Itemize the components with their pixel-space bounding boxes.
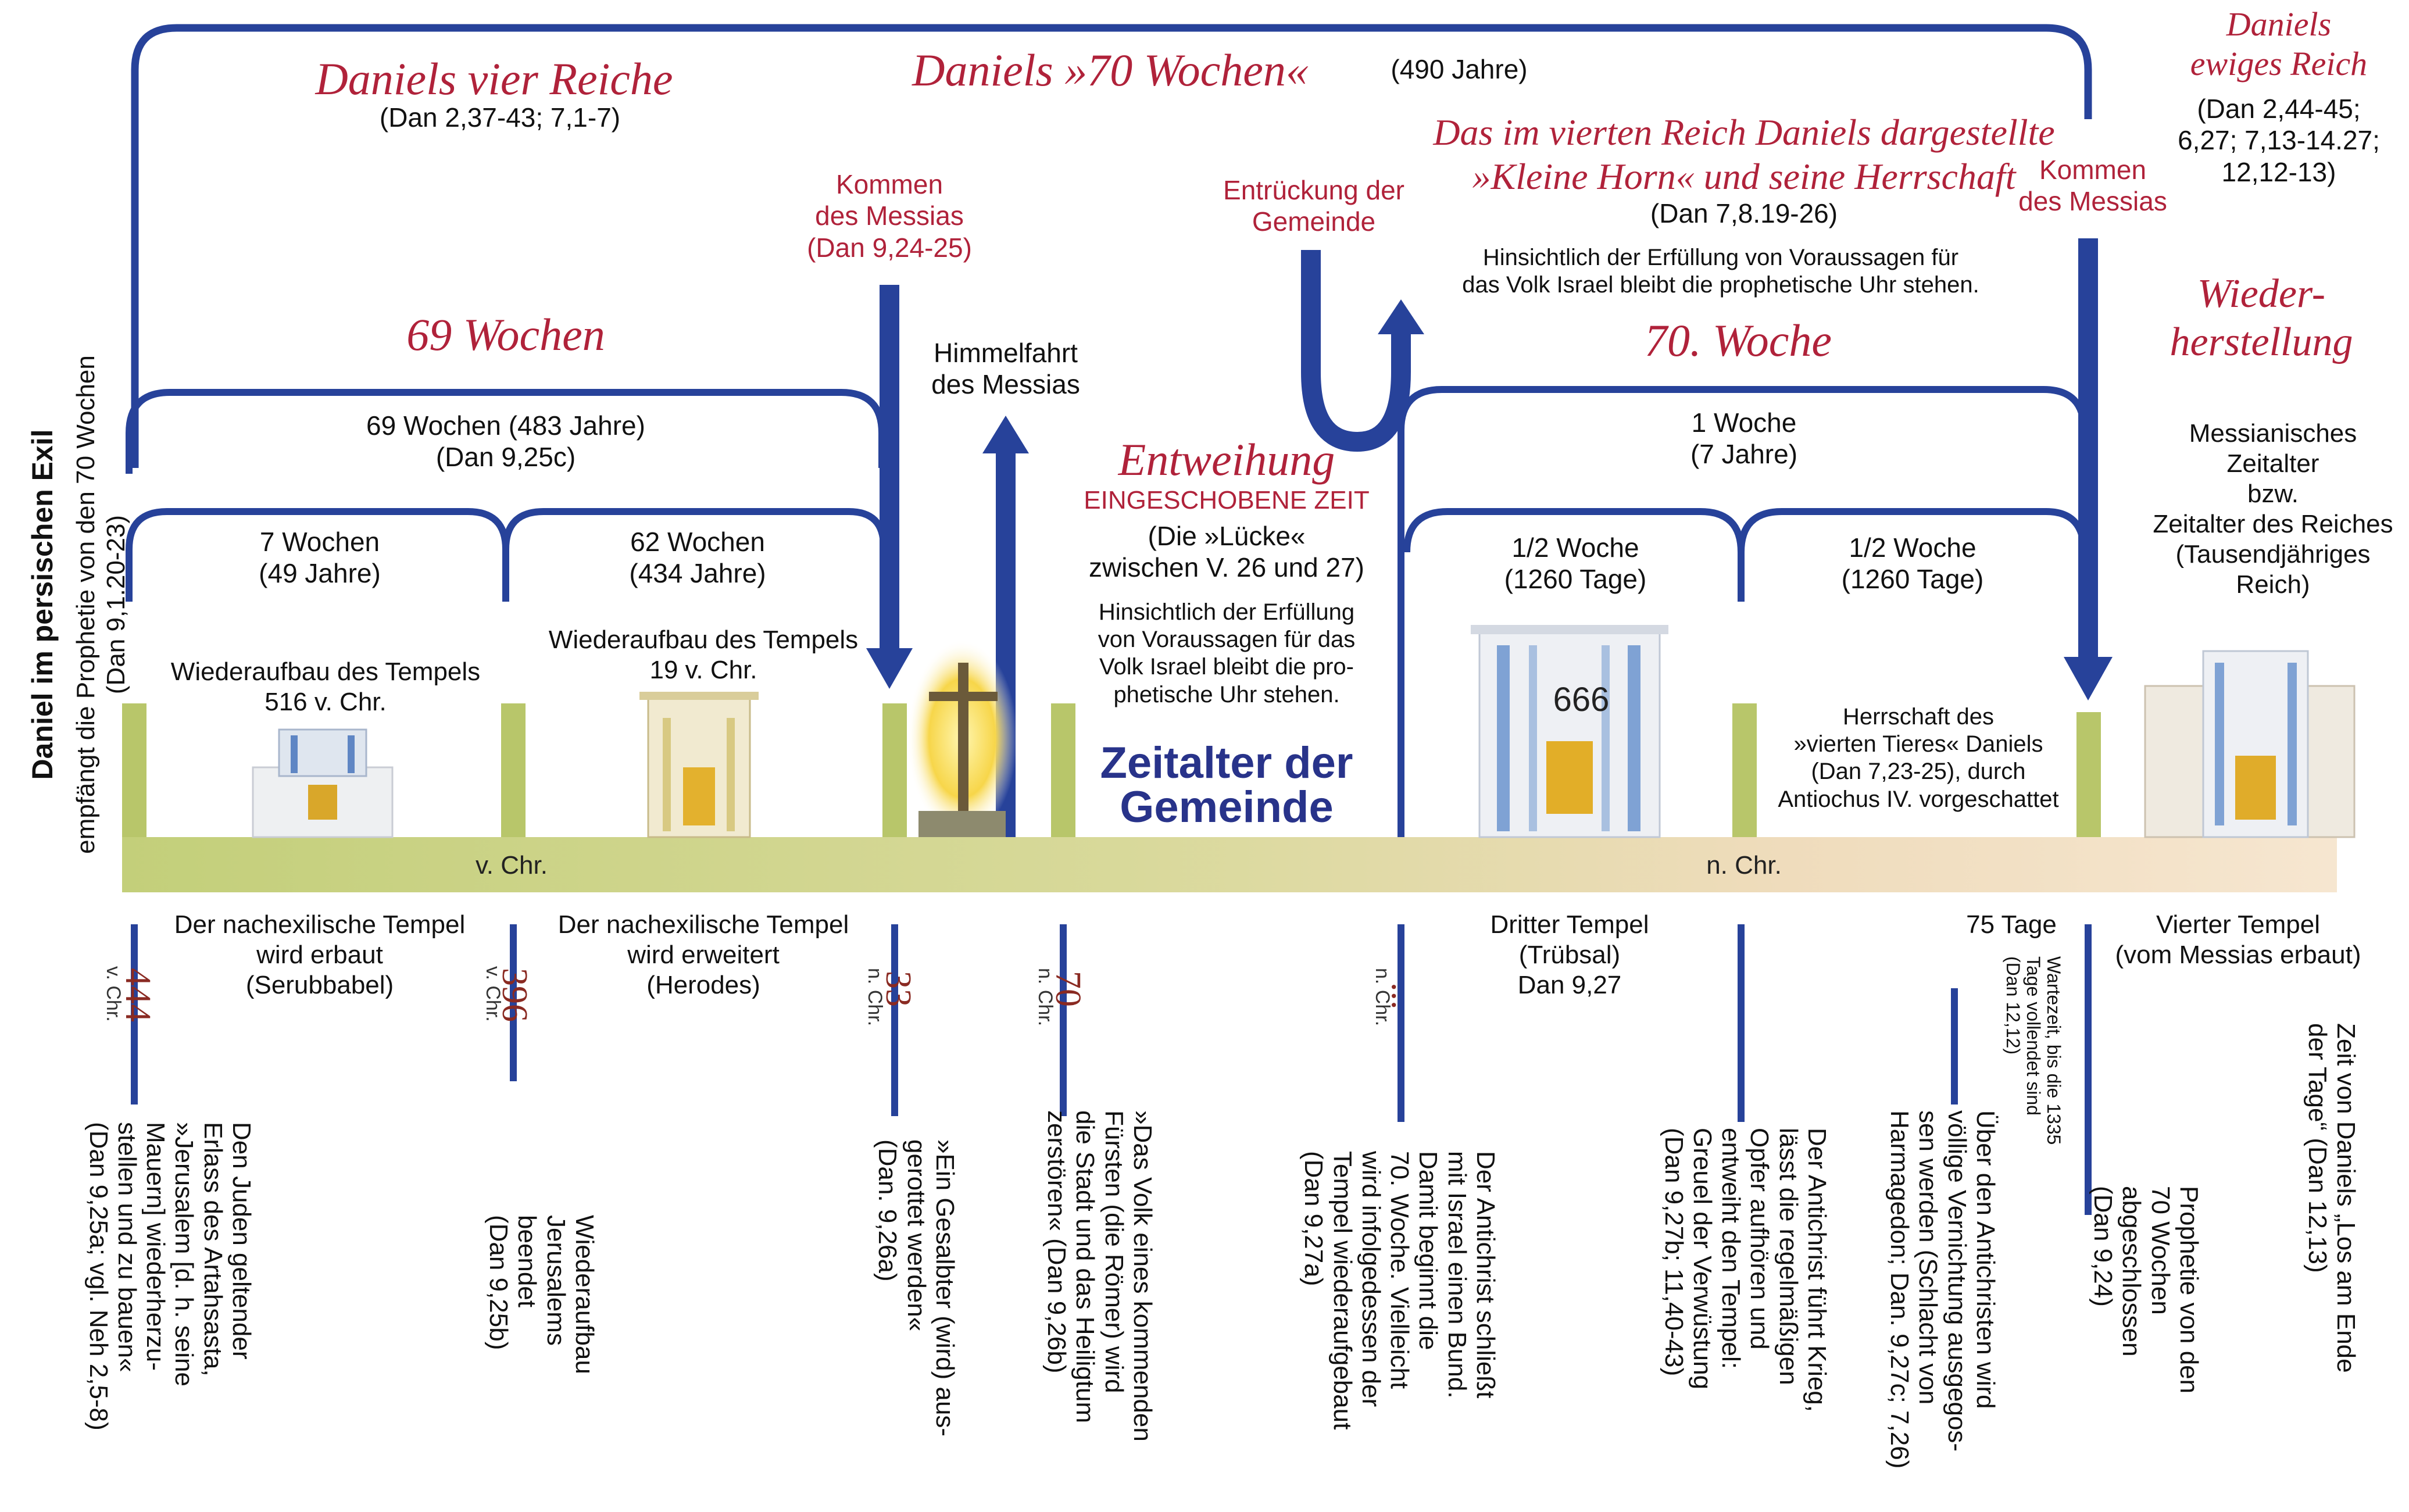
desc-los-am-ende: Zeit von Daniels „Los am Ende der Tage“ … [2303, 1023, 2360, 1373]
post-33 [882, 703, 907, 837]
label-75-tage: 75 Tage [1966, 910, 2057, 939]
label-62-wochen: 62 Wochen (434 Jahre) [629, 527, 766, 589]
post-end [2076, 712, 2101, 837]
heading-69-wochen: 69 Wochen [406, 309, 605, 360]
label-daniel-exil-title: Daniel im persischen Exil [26, 429, 59, 780]
label-v-chr: v. Chr. [476, 851, 548, 880]
heading-70-woche: 70. Woche [1644, 315, 1832, 366]
arrow-himmelfahrt-head [982, 416, 1029, 453]
label-tempel-serubbabel: Der nachexilische Tempel wird erbaut (Se… [174, 910, 466, 999]
era-33: n. Chr. [864, 968, 886, 1027]
label-vierter-tempel: Vierter Tempel (vom Messias erbaut) [2115, 910, 2361, 969]
label-kommen-messias-2: Kommen des Messias [2018, 155, 2167, 217]
desc-33-gesalbter: »Ein Gesalbter (wird) aus- gerottet werd… [873, 1139, 959, 1437]
label-half-week-1: 1/2 Woche (1260 Tage) [1504, 532, 1647, 595]
fourth-temple-illustration [2144, 650, 2356, 838]
label-wiederaufbau-516: Wiederaufbau des Tempels 516 v. Chr. [170, 657, 481, 716]
heading-70-wochen: Daniels »70 Wochen« [912, 45, 1309, 95]
label-tempel-herodes: Der nachexilische Tempel wird erweitert … [557, 910, 849, 999]
desc-wartezeit-1335: Wartezeit, bis die 1335 Tage vollendet s… [2002, 956, 2064, 1145]
label-herrschaft-viertes-tier: Herrschaft des »vierten Tieres« Daniels … [1778, 704, 2059, 812]
bracket-7-weeks [126, 508, 509, 602]
post-70 [1051, 703, 1075, 837]
label-himmelfahrt: Himmelfahrt des Messias [931, 338, 1080, 400]
temple-516-illustration [252, 728, 394, 838]
heading-kleine-horn: Das im vierten Reich Daniels dargestellt… [1433, 112, 2055, 197]
label-eingeschobene-zeit: EINGESCHOBENE ZEIT [1084, 486, 1370, 514]
ref-ewiges-reich: (Dan 2,44-45; 6,27; 7,13-14.27; 12,12-13… [2178, 94, 2380, 187]
arrow-entrueckung-head [1378, 299, 1424, 334]
ref-vier-reiche: (Dan 2,37-43; 7,1-7) [379, 102, 621, 133]
label-entrueckung: Entrückung der Gemeinde [1223, 175, 1404, 237]
era-dots: n. Chr. [1371, 968, 1393, 1027]
heading-entweihung: Entweihung [1118, 434, 1335, 485]
desc-antichrist-krieg: Der Antichrist führt Krieg, lässt die re… [1659, 1128, 1831, 1413]
arrow-entrueckung-u [1301, 250, 1411, 452]
label-wiederherstellung: Wieder- herstellung [2169, 271, 2353, 364]
label-666: 666 [1553, 681, 1610, 719]
post-396 [501, 703, 526, 837]
label-kommen-messias-1: Kommen des Messias (Dan 9,24-25) [807, 169, 972, 263]
cross-illustration [907, 639, 1017, 837]
label-1-woche: 1 Woche (7 Jahre) [1690, 408, 1798, 470]
label-daniel-exil-text: empfängt die Prophetie von den 70 Wochen… [71, 355, 130, 854]
desc-vernichtung-antichrist: Über den Antichristen wird völlige Verni… [1885, 1110, 2000, 1469]
label-n-chr: n. Chr. [1706, 851, 1782, 880]
heading-ewiges-reich: Daniels ewiges Reich [2190, 5, 2368, 83]
note-prophetische-uhr-middle: Hinsichtlich der Erfüllung von Voraussag… [1098, 599, 1356, 707]
label-490-jahre: (490 Jahre) [1391, 54, 1528, 84]
era-70: n. Chr. [1034, 968, 1056, 1027]
ref-kleine-horn: (Dan 7,8.19-26) [1650, 198, 1838, 228]
post-444 [122, 703, 146, 837]
vertical-daniel-exil: Daniel im persischen Exil empfängt die P… [15, 221, 142, 988]
desc-antichrist-bund: Der Antichrist schließt mit Israel einen… [1299, 1151, 1500, 1430]
desc-444-erlass: Den Juden geltender Erlass des Artahsast… [84, 1122, 256, 1431]
label-luecke: (Die »Lücke« zwischen V. 26 und 27) [1089, 521, 1364, 583]
note-prophetische-uhr-top: Hinsichtlich der Erfüllung von Voraussag… [1462, 245, 1979, 298]
bracket-half-week-1 [1403, 508, 1745, 602]
arrow-kommen-2-head [2064, 657, 2113, 700]
post-mid [1732, 703, 1757, 837]
bracket-490-years [131, 24, 2092, 468]
heading-vier-reiche: Daniels vier Reiche [315, 53, 673, 104]
era-396: v. Chr. [482, 966, 504, 1022]
heading-zeitalter-gemeinde: Zeitalter der Gemeinde [1100, 738, 1353, 832]
label-messianisches-zeitalter: Messianisches Zeitalter bzw. Zeitalter d… [2153, 419, 2393, 599]
label-69-wochen-jahre: 69 Wochen (483 Jahre) (Dan 9,25c) [366, 410, 645, 473]
desc-396-wiederaufbau: Wiederaufbau Jerusalems beendet (Dan 9,2… [484, 1215, 599, 1374]
era-444: v. Chr. [102, 966, 124, 1022]
desc-70-zerstoerung: »Das Volk eines kommenden Fürsten (die R… [1042, 1110, 1157, 1442]
arrow-kommen-1-head [866, 648, 913, 689]
label-wiederaufbau-19: Wiederaufbau des Tempels 19 v. Chr. [548, 625, 859, 684]
desc-prophetie-abgeschlossen: Prophetie von den 70 Wochen abgeschlosse… [2089, 1186, 2203, 1394]
third-temple-illustration [1471, 625, 1668, 838]
temple-19-illustration [639, 692, 759, 838]
label-half-week-2: 1/2 Woche (1260 Tage) [1841, 532, 1984, 595]
label-7-wochen: 7 Wochen (49 Jahre) [259, 527, 381, 589]
bracket-69-weeks [126, 389, 885, 474]
label-dritter-tempel: Dritter Tempel (Trübsal) Dan 9,27 [1490, 910, 1649, 999]
timeline-strip [122, 837, 2337, 892]
